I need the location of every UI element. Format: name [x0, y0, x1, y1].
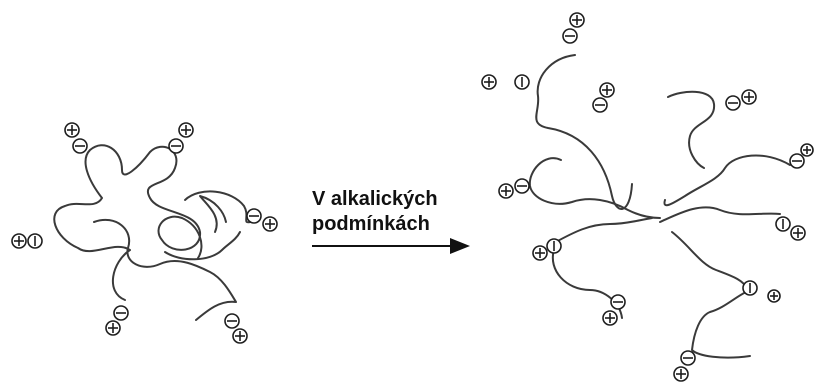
ions: [11, 12, 814, 382]
reaction-arrow: [312, 238, 470, 254]
circled-minus-icon: [224, 313, 240, 329]
circled-plus-icon: [741, 89, 757, 105]
coiled-polymer-chain: [93, 218, 237, 321]
polymer-arm: [663, 154, 791, 207]
circled-plus-icon: [599, 82, 615, 98]
reaction-condition-line-2: podmínkách: [312, 213, 430, 235]
circled-minus-icon: [562, 28, 578, 44]
polymer-arm: [551, 249, 623, 319]
polymer-arm: [667, 90, 716, 169]
polymer-arm: [671, 231, 749, 291]
circled-minus-icon: [168, 138, 184, 154]
circled-plus-icon: [232, 328, 248, 344]
circled-plus-icon: [673, 366, 689, 382]
circled-plus-icon: [105, 320, 121, 336]
arrow-head: [450, 238, 470, 254]
reaction-condition-label: V alkalických podmínkách: [312, 187, 438, 237]
circled-minus-icon: [27, 233, 43, 249]
circled-plus-icon: [11, 233, 27, 249]
polymer-arm: [659, 206, 781, 223]
circled-plus-icon: [800, 143, 814, 157]
circled-minus-icon: [246, 208, 262, 224]
circled-minus-icon: [775, 216, 791, 232]
polymer-arm: [553, 217, 653, 244]
polymer-arm: [691, 291, 751, 359]
coiled-polymer-chain: [184, 190, 251, 224]
polymer-arm: [528, 157, 661, 219]
polymer-arm: [535, 54, 633, 210]
circled-minus-icon: [72, 138, 88, 154]
circled-plus-icon: [767, 289, 781, 303]
circled-minus-icon: [113, 305, 129, 321]
circled-plus-icon: [498, 183, 514, 199]
circled-plus-icon: [790, 225, 806, 241]
circled-plus-icon: [64, 122, 80, 138]
circled-minus-icon: [514, 74, 530, 90]
coiled-polymer-chain: [199, 195, 227, 233]
circled-minus-icon: [680, 350, 696, 366]
coiled-polymer-chain: [53, 144, 203, 301]
circled-plus-icon: [178, 122, 194, 138]
circled-plus-icon: [569, 12, 585, 28]
coiled-polymer-chain: [164, 231, 241, 261]
circled-minus-icon: [742, 280, 758, 296]
circled-plus-icon: [262, 216, 278, 232]
circled-minus-icon: [725, 95, 741, 111]
extended-polymer: [528, 54, 791, 359]
circled-plus-icon: [481, 74, 497, 90]
circled-minus-icon: [610, 294, 626, 310]
circled-minus-icon: [789, 153, 805, 169]
coiled-polymer: [53, 144, 251, 321]
circled-plus-icon: [532, 245, 548, 261]
circled-minus-icon: [546, 238, 562, 254]
circled-plus-icon: [602, 310, 618, 326]
reaction-condition-line-1: V alkalických: [312, 188, 438, 210]
circled-minus-icon: [592, 97, 608, 113]
circled-minus-icon: [514, 178, 530, 194]
